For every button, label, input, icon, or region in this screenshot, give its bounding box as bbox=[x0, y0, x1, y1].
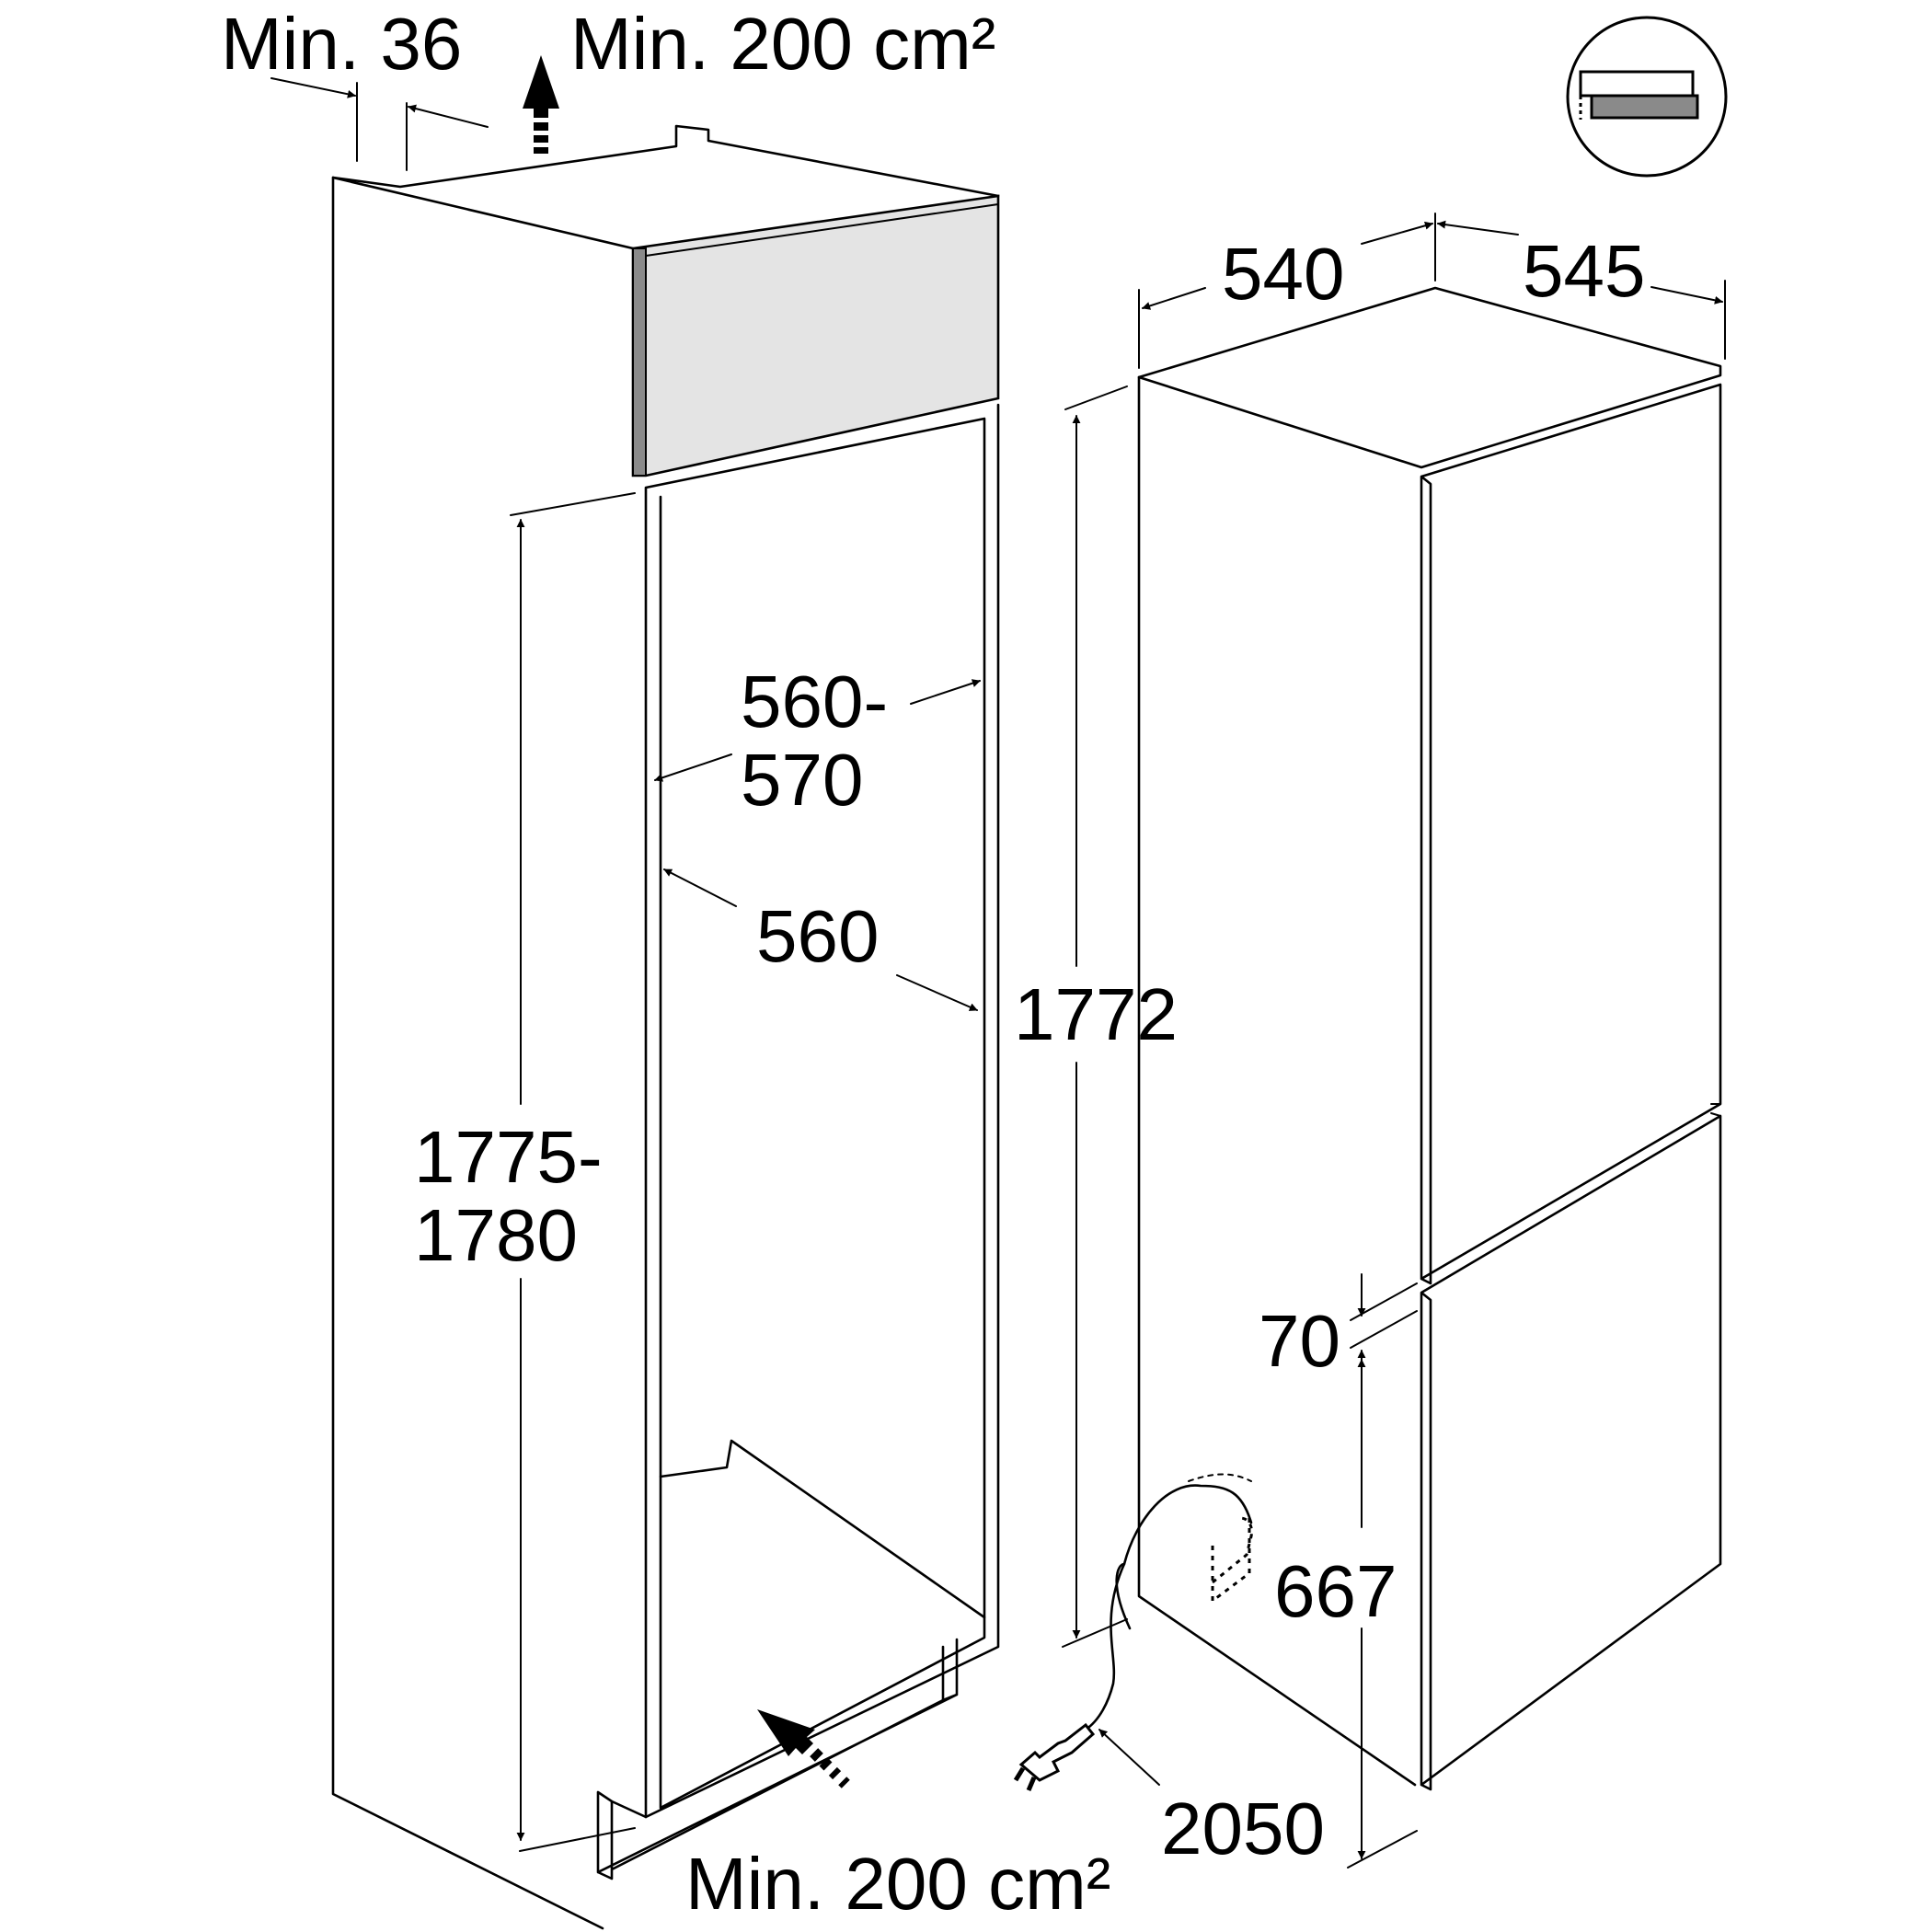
height-1775-line1: 1775- bbox=[414, 1116, 603, 1198]
vent-bottom-label: Min. 200 cm² bbox=[685, 1843, 1110, 1925]
niche-height-dimension: 1775- 1780 bbox=[414, 492, 636, 1852]
width-540-label: 540 bbox=[1222, 233, 1344, 315]
niche-depth-dimension: 560 bbox=[663, 868, 978, 1011]
cabinet-plinth bbox=[596, 1638, 959, 1880]
niche-width-dimension: 560- 570 bbox=[654, 661, 981, 821]
cabinet-top-board bbox=[331, 124, 1000, 198]
fixed-door-icon bbox=[1566, 16, 1728, 178]
depth-560-label: 560 bbox=[756, 895, 879, 977]
appliance-lower-door bbox=[1420, 1114, 1722, 1791]
appliance-width-dimension: 540 bbox=[1138, 213, 1436, 369]
cabinet-niche-frame bbox=[644, 403, 1000, 1819]
cabinet-top-front-panel-edge bbox=[632, 247, 647, 477]
arrow-up-icon: Min. 200 cm² bbox=[523, 3, 995, 154]
min-36-label: Min. 36 bbox=[221, 3, 462, 85]
appliance-upper-door bbox=[1420, 383, 1722, 1285]
appliance-height-dimension: 1772 bbox=[1014, 385, 1178, 1648]
min-36-dimension: Min. 36 bbox=[221, 3, 489, 171]
appliance-top bbox=[1137, 286, 1722, 469]
gap-70-label: 70 bbox=[1259, 1300, 1340, 1382]
appliance-side bbox=[1137, 375, 1417, 1787]
lower-door-667-label: 667 bbox=[1274, 1550, 1397, 1632]
vent-bottom-arrow: Min. 200 cm² bbox=[685, 1709, 1110, 1925]
height-1775-line2: 1780 bbox=[414, 1194, 578, 1276]
cabinet-top-front-panel bbox=[631, 194, 1000, 477]
appliance bbox=[1137, 286, 1722, 1791]
power-cord bbox=[1013, 1473, 1253, 1791]
door-gap-dimension: 70 bbox=[1259, 1273, 1418, 1390]
width-560-570-line1: 560- bbox=[741, 661, 888, 742]
power-plug-icon bbox=[1013, 1722, 1096, 1791]
height-1772-label: 1772 bbox=[1014, 973, 1178, 1055]
lower-door-dimension: 667 bbox=[1274, 1359, 1418, 1869]
cable-2050-label: 2050 bbox=[1161, 1788, 1325, 1869]
width-560-570-line2: 570 bbox=[741, 739, 863, 821]
cabinet-side-panel bbox=[331, 176, 635, 1930]
vent-top-label: Min. 200 cm² bbox=[570, 3, 995, 85]
cabinet bbox=[331, 124, 1000, 1930]
appliance-depth-dimension: 545 bbox=[1437, 220, 1726, 360]
depth-545-label: 545 bbox=[1523, 230, 1645, 312]
cabinet-inner-back bbox=[659, 1439, 986, 1619]
cable-length-dimension: 2050 bbox=[1098, 1729, 1325, 1869]
